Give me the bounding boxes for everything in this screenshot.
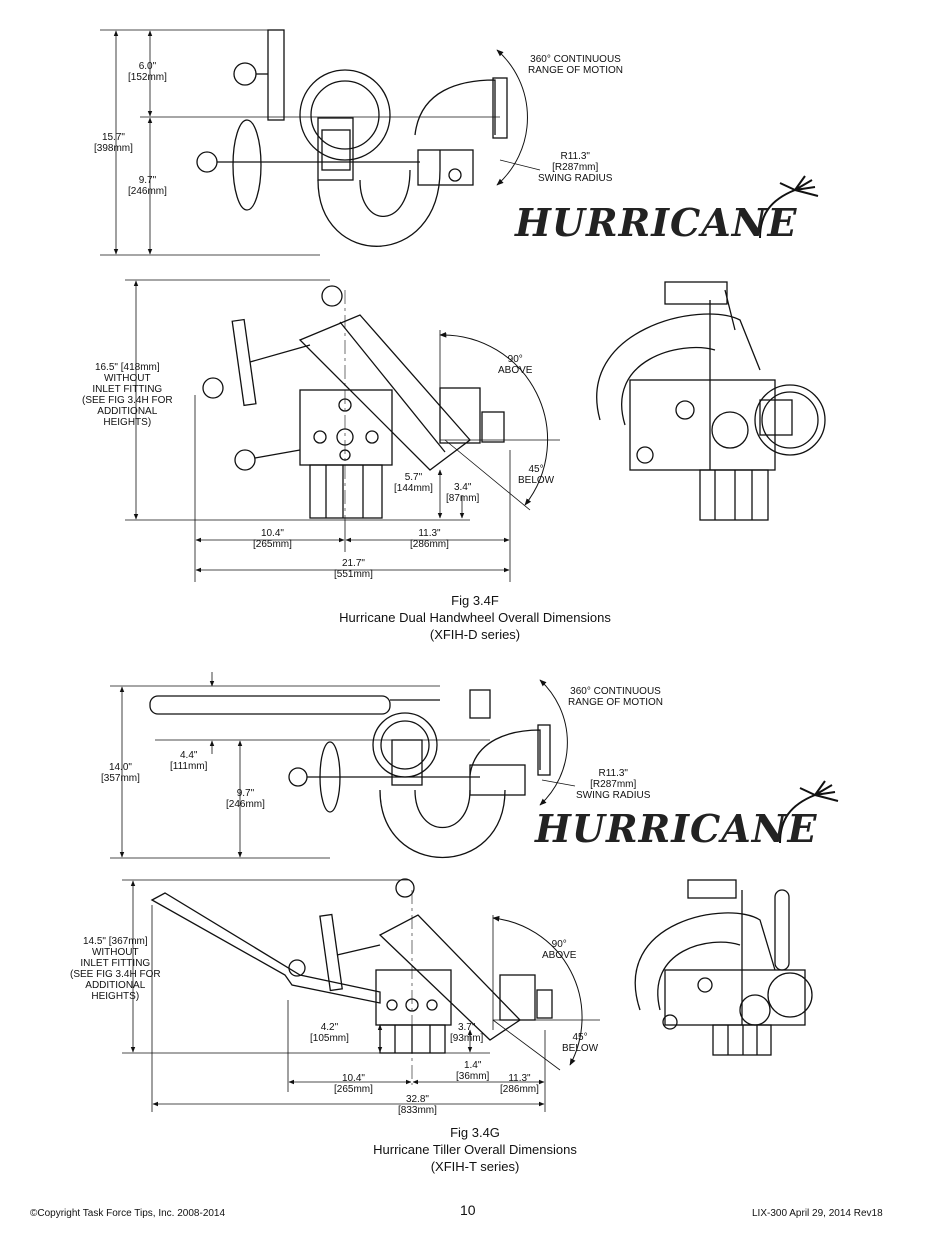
fig-g-dim-d2: 3.7"[93mm] [450, 1022, 484, 1044]
fig-f-above: 90°ABOVE [498, 354, 533, 376]
fig-f-hurricane-logo: HURRICANE [515, 200, 798, 245]
fig-g-logo-palm [779, 780, 839, 844]
fig-g-hurricane-logo: HURRICANE [535, 806, 818, 851]
fig-f-height-note: 16.5" [418mm]WITHOUT INLET FITTING(SEE F… [82, 362, 173, 428]
footer-copyright: ©Copyright Task Force Tips, Inc. 2008-20… [30, 1208, 226, 1219]
footer-doc-id: LIX-300 April 29, 2014 Rev18 [752, 1208, 883, 1219]
fig-f-dim-total-width: 21.7"[551mm] [334, 558, 373, 580]
fig-f-dim-total: 15.7"[398mm] [94, 132, 133, 154]
fig-f-top-view [100, 29, 541, 256]
fig-g-dim-a: 4.4"[111mm] [170, 750, 208, 772]
fig-f-dim-w2: 11.3"[286mm] [410, 528, 449, 550]
fig-g-top-view [110, 672, 576, 859]
fig-f-side-view [125, 279, 560, 582]
page-number: 10 [460, 1202, 476, 1218]
fig-g-above: 90°ABOVE [542, 939, 577, 961]
fig-g-dim-d1: 4.2"[105mm] [310, 1022, 349, 1044]
fig-f-dim-w1: 10.4"[265mm] [253, 528, 292, 550]
fig-g-front-view [634, 879, 813, 1056]
fig-g-side-view [122, 878, 600, 1112]
fig-f-swing-radius: R11.3"[R287mm]SWING RADIUS [538, 151, 613, 184]
fig-f-dim-d1: 5.7"[144mm] [394, 472, 433, 494]
fig-g-dim-w1: 10.4"[265mm] [334, 1073, 373, 1095]
fig-f-dim-top: 6.0"[152mm] [128, 61, 167, 83]
fig-f-logo-palm [759, 175, 819, 239]
fig-f-dim-d2: 3.4"[87mm] [446, 482, 480, 504]
fig-g-swing-radius: R11.3"[R287mm]SWING RADIUS [576, 768, 651, 801]
fig-f-below: 45°BELOW [518, 464, 555, 486]
fig-f-front-view [596, 281, 826, 521]
fig-g-dim-total-width: 32.8"[833mm] [398, 1094, 437, 1116]
fig-f-dim-mid: 9.7"[246mm] [128, 175, 167, 197]
fig-g-below: 45°BELOW [562, 1032, 599, 1054]
fig-g-dim-total: 14.0"[357mm] [101, 762, 140, 784]
fig-g-height-note: 14.5" [367mm]WITHOUT INLET FITTING(SEE F… [70, 936, 161, 1002]
fig-g-dim-w2: 11.3"[286mm] [500, 1073, 539, 1095]
fig-g-dim-d3: 1.4"[36mm] [456, 1060, 490, 1082]
fig-g-dim-b: 9.7"[246mm] [226, 788, 265, 810]
